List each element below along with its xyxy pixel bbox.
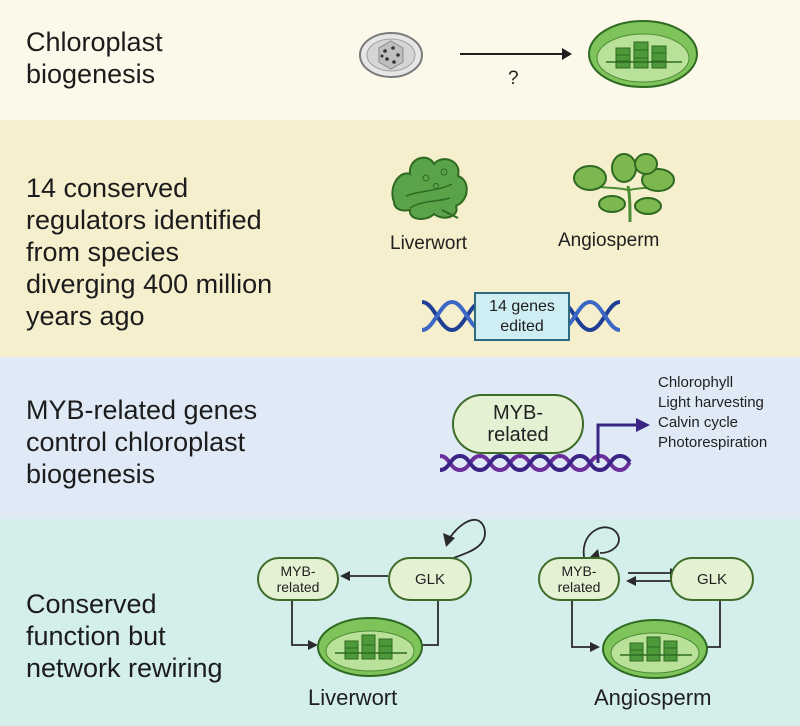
genes-box-line: 14 genes	[489, 297, 555, 315]
liverwort-glk-node: GLK	[388, 557, 472, 601]
heading-line: from species	[26, 237, 180, 267]
dna-helix-purple-icon	[439, 453, 632, 473]
heading-line: MYB-related genes	[26, 395, 258, 425]
chloroplast-icon	[588, 20, 698, 88]
network-caption-angiosperm: Angiosperm	[594, 685, 712, 710]
myb-heading: MYB-related genes control chloroplast bi…	[26, 394, 257, 490]
species-label-liverwort: Liverwort	[390, 233, 468, 254]
node-line: related	[557, 579, 601, 595]
genes-edited-box: 14 genes edited	[474, 292, 570, 341]
panel-network: Conserved function but network rewiring …	[0, 519, 800, 726]
heading-line: years ago	[26, 301, 145, 331]
development-arrow	[460, 48, 572, 60]
question-mark: ?	[508, 68, 519, 89]
target-item: Light harvesting	[658, 394, 764, 411]
heading-line: regulators identified	[26, 205, 262, 235]
heading-line: network rewiring	[26, 653, 223, 683]
biogenesis-heading: Chloroplast biogenesis	[26, 26, 163, 90]
panel-myb: MYB-related genes control chloroplast bi…	[0, 357, 800, 519]
species-label-angiosperm: Angiosperm	[558, 230, 660, 251]
heading-line: biogenesis	[26, 59, 156, 89]
liverwort-myb-node: MYB- related	[257, 557, 339, 601]
panel-regulators: 14 conserved regulators identified from …	[0, 120, 800, 357]
target-item: Photorespiration	[658, 434, 768, 451]
node-line: GLK	[414, 570, 445, 588]
network-heading: Conserved function but network rewiring	[26, 588, 223, 684]
heading-line: diverging 400 million	[26, 269, 273, 299]
node-line: MYB-	[280, 563, 316, 579]
proplastid-icon	[359, 32, 423, 78]
network-caption-liverwort: Liverwort	[308, 685, 398, 710]
heading-line: Conserved	[26, 589, 157, 619]
node-line: GLK	[696, 570, 727, 588]
node-line: related	[487, 424, 549, 446]
angiosperm-icon	[573, 153, 675, 223]
myb-related-node: MYB- related	[452, 394, 584, 454]
target-item: Chlorophyll	[658, 374, 734, 391]
node-line: MYB-	[493, 402, 543, 424]
angiosperm-chloroplast-icon	[602, 619, 708, 679]
target-item: Calvin cycle	[658, 414, 739, 431]
node-line: MYB-	[561, 563, 597, 579]
regulators-heading: 14 conserved regulators identified from …	[26, 172, 272, 332]
liverwort-chloroplast-icon	[317, 617, 423, 677]
angiosperm-myb-node: MYB- related	[538, 557, 620, 601]
panel-biogenesis: Chloroplast biogenesis ?	[0, 0, 800, 120]
heading-line: biogenesis	[26, 459, 156, 489]
heading-line: control chloroplast	[26, 427, 246, 457]
angiosperm-glk-node: GLK	[670, 557, 754, 601]
heading-line: 14 conserved	[26, 173, 189, 203]
target-process-list: Chlorophyll Light harvesting Calvin cycl…	[658, 373, 767, 453]
genes-box-line: edited	[500, 317, 544, 335]
node-line: related	[276, 579, 320, 595]
heading-line: Chloroplast	[26, 27, 163, 57]
transcription-arrow	[596, 418, 650, 463]
liverwort-icon	[391, 156, 468, 220]
heading-line: function but	[26, 621, 166, 651]
